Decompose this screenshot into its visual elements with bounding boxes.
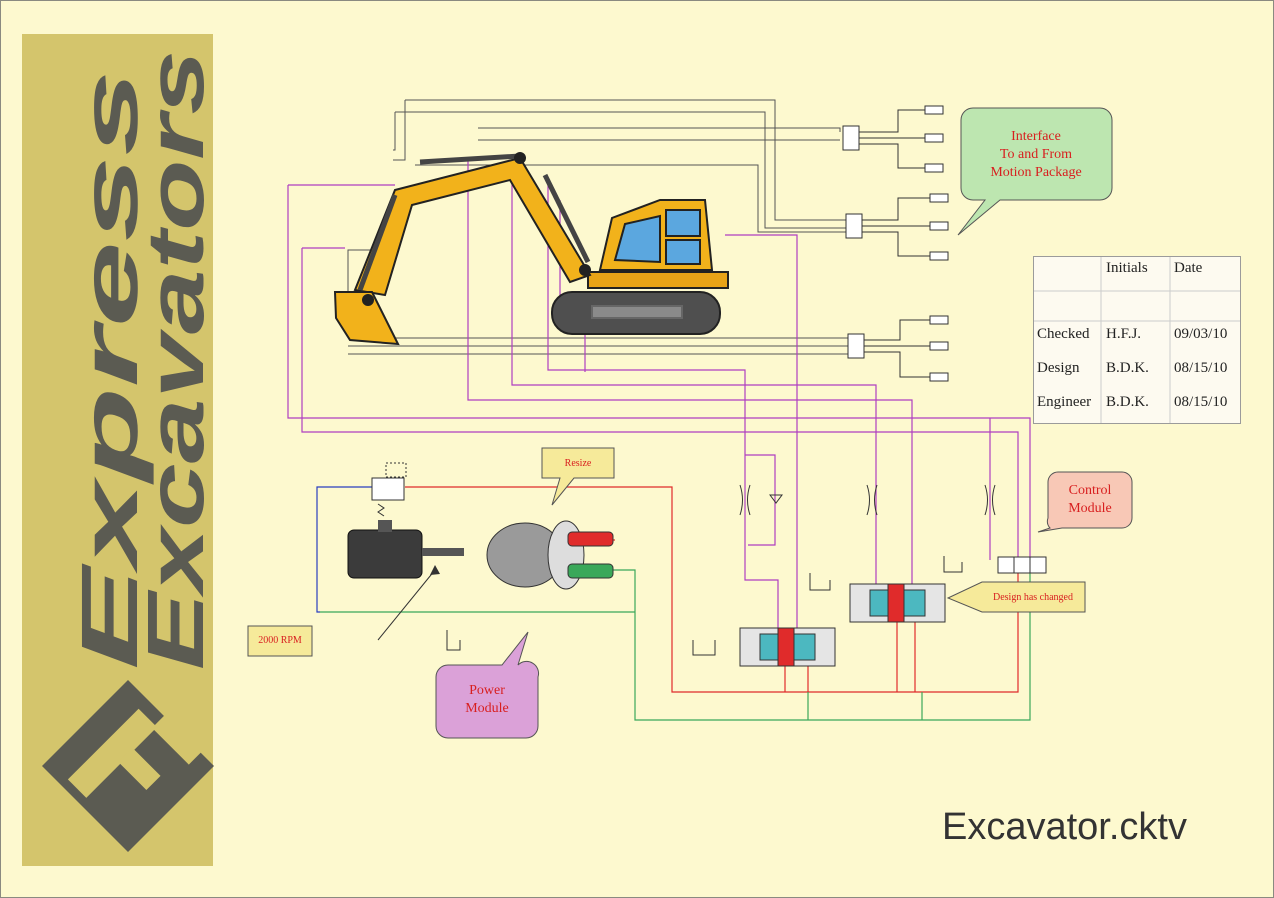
interface-connectors <box>842 105 949 382</box>
suction-line <box>316 486 372 613</box>
design-note-shape <box>946 581 1086 613</box>
title-block-row-initials: H.F.J. <box>1106 326 1142 342</box>
interface-callout: Interface To and From Motion Package <box>965 128 1107 182</box>
interface-callout-line: To and From <box>999 147 1073 162</box>
resize-note-shape <box>541 447 615 506</box>
control-callout-line: Module <box>1068 501 1112 516</box>
power-callout-shape <box>435 631 540 739</box>
excavator-illustration <box>333 152 729 346</box>
return-lines <box>320 569 1031 721</box>
title-block-grid <box>1034 257 1240 423</box>
brand-line-excavators: Excavators <box>131 50 220 670</box>
rpm-note-shape <box>247 625 313 657</box>
title-block-row-date: 09/03/10 <box>1174 326 1228 342</box>
title-block-row-label: Checked <box>1037 326 1090 342</box>
control-callout-shape <box>1037 471 1133 533</box>
brand-line-express: Express <box>65 70 154 670</box>
f-diamond-logo-icon <box>42 680 214 852</box>
title-block-row-date: 08/15/10 <box>1174 394 1228 410</box>
resize-note: Resize <box>564 458 592 469</box>
orifice-symbols <box>739 484 996 516</box>
power-callout-line: Power <box>469 683 505 698</box>
relief-valve <box>371 462 407 517</box>
power-callout-line: Module <box>465 701 509 716</box>
title-block-row-initials: B.D.K. <box>1106 394 1149 410</box>
title-block: Initials Date Checked H.F.J. 09/03/10 De… <box>1033 256 1241 424</box>
interface-callout-line: Interface <box>1011 129 1061 144</box>
title-block-header-initials: Initials <box>1106 260 1148 276</box>
file-name: Excavator.cktv <box>942 806 1187 848</box>
title-block-row-initials: B.D.K. <box>1106 360 1149 376</box>
hydraulic-pump <box>486 520 614 590</box>
control-callout: Control Module <box>1050 482 1130 518</box>
rpm-note: 2000 RPM <box>258 635 302 646</box>
tank-symbols <box>446 556 963 656</box>
title-block-row-date: 08/15/10 <box>1174 360 1228 376</box>
pressure-lines <box>405 486 1019 693</box>
interface-callout-shape <box>957 107 1113 236</box>
signal-wires <box>347 99 848 355</box>
interface-callout-line: Motion Package <box>990 165 1082 180</box>
control-callout-line: Control <box>1068 483 1112 498</box>
electric-motor <box>347 520 464 579</box>
title-block-row-label: Engineer <box>1037 394 1092 410</box>
power-callout: Power Module <box>440 682 534 718</box>
control-valves <box>739 556 1047 667</box>
title-block-row-label: Design <box>1037 360 1080 376</box>
title-block-header-date: Date <box>1174 260 1203 276</box>
design-changed-note: Design has changed <box>993 592 1073 603</box>
brand-graphics: Express Excavators <box>42 50 220 852</box>
rpm-pointer <box>377 569 436 641</box>
